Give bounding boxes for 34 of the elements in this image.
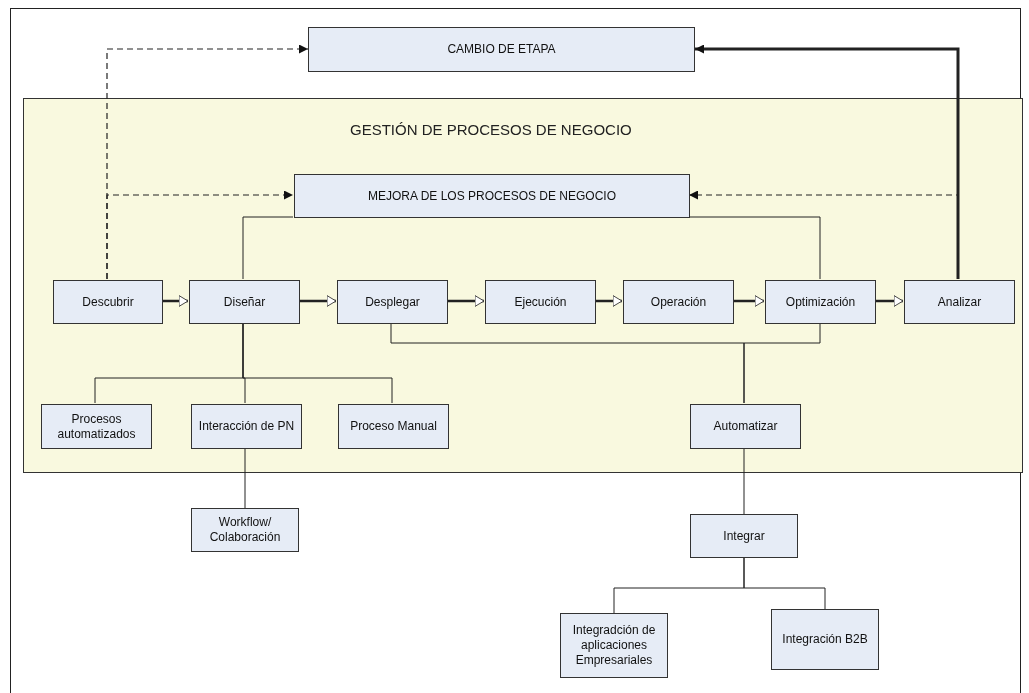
arrow: [299, 295, 337, 307]
group-panel: [23, 98, 1023, 473]
process-box: Diseñar: [189, 280, 300, 324]
process-box: Proceso Manual: [338, 404, 449, 449]
process-box: Optimización: [765, 280, 876, 324]
process-box: Descubrir: [53, 280, 163, 324]
process-box: Ejecución: [485, 280, 596, 324]
process-box: Integración B2B: [771, 609, 879, 670]
arrow: [595, 295, 623, 307]
process-box: CAMBIO DE ETAPA: [308, 27, 695, 72]
arrow: [162, 295, 189, 307]
connector-line: [242, 216, 294, 280]
arrow: [106, 190, 294, 280]
connector-line: [743, 322, 821, 404]
process-box: Analizar: [904, 280, 1015, 324]
connector-line: [242, 322, 393, 404]
connector-line: [244, 447, 246, 509]
process-box: Integradción de aplicaciones Empresariales: [560, 613, 668, 678]
connector-line: [743, 557, 826, 610]
process-box: Operación: [623, 280, 734, 324]
process-box: Workflow/ Colaboración: [191, 508, 299, 552]
process-box: Integrar: [690, 514, 798, 558]
process-box: Interacción de PN: [191, 404, 302, 449]
arrow: [695, 44, 960, 279]
process-box: MEJORA DE LOS PROCESOS DE NEGOCIO: [294, 174, 690, 218]
process-box: Desplegar: [337, 280, 448, 324]
arrow: [733, 295, 765, 307]
group-title: GESTIÓN DE PROCESOS DE NEGOCIO: [350, 121, 632, 138]
arrow: [447, 295, 485, 307]
process-box: Procesos automatizados: [41, 404, 152, 449]
connector-line: [743, 447, 745, 515]
connector-line: [688, 216, 821, 280]
arrow: [875, 295, 904, 307]
process-box: Automatizar: [690, 404, 801, 449]
